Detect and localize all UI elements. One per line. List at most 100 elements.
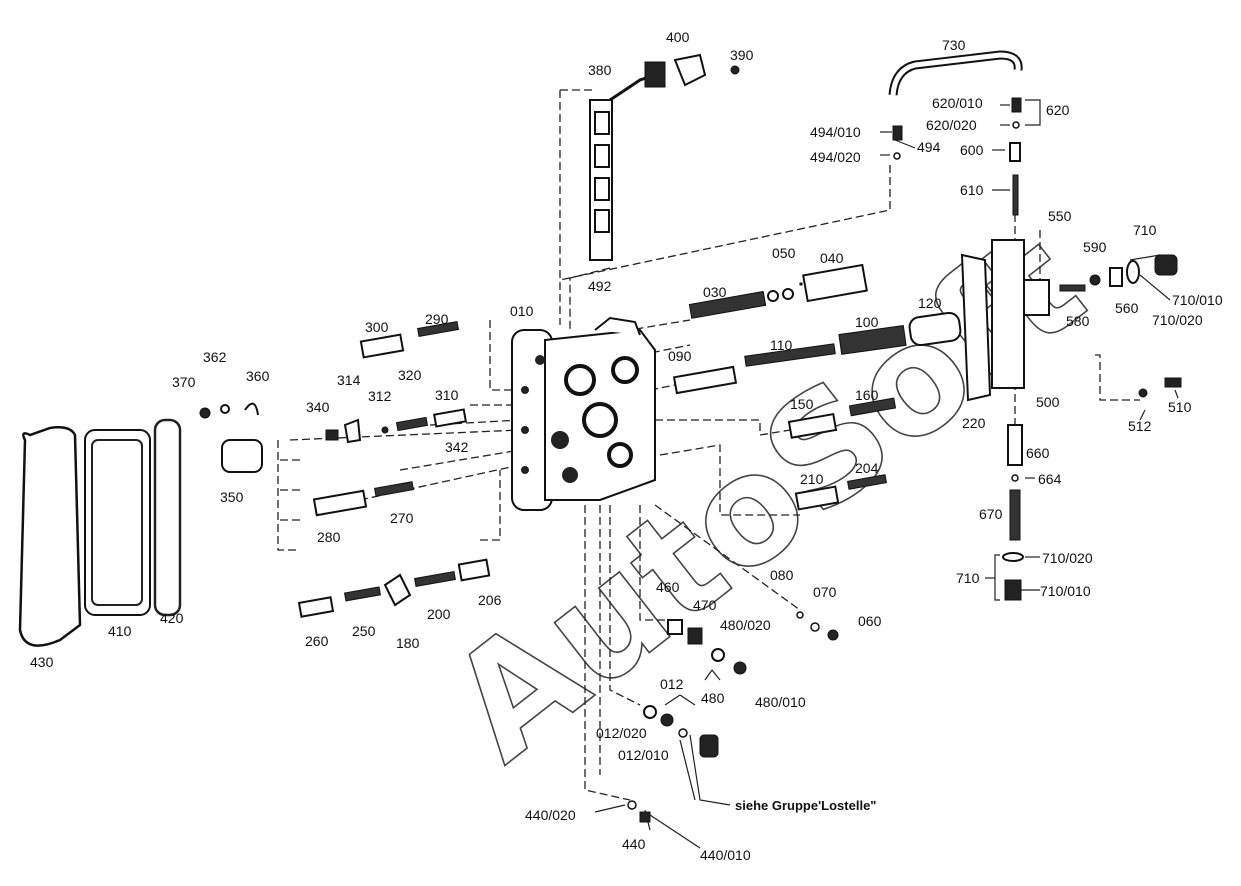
part-labels: 010 012 012/010 012/020 030 040 050 060 …	[30, 29, 1223, 863]
label-110: 110	[770, 337, 793, 353]
plug-710-010-upper	[1154, 254, 1178, 276]
label-320: 320	[398, 367, 422, 383]
label-380: 380	[588, 62, 612, 78]
label-360: 360	[246, 368, 270, 384]
cover-410-rim	[91, 439, 143, 606]
seal-710-020-lower	[1002, 552, 1024, 562]
screw-370	[199, 407, 211, 419]
spring-320	[395, 416, 429, 432]
gasket-430	[18, 426, 82, 647]
label-710-020-lower: 710/020	[1042, 550, 1093, 566]
label-220: 220	[962, 415, 986, 431]
label-400: 400	[666, 29, 690, 45]
spring-290	[417, 321, 459, 337]
label-180: 180	[396, 635, 420, 651]
label-510: 510	[1168, 399, 1192, 415]
pin-580	[1059, 284, 1086, 292]
label-260: 260	[305, 633, 329, 649]
plate-500	[991, 239, 1025, 389]
spring-160	[848, 397, 897, 417]
screw-390	[730, 65, 740, 75]
housing-550	[1023, 279, 1050, 316]
ball-312	[381, 426, 389, 434]
plate-180	[383, 573, 412, 607]
sleeve-120	[908, 311, 962, 347]
label-290: 290	[425, 311, 449, 327]
seal-710-020-upper	[1126, 260, 1140, 284]
label-362: 362	[203, 349, 227, 365]
seal-512	[1138, 388, 1148, 398]
label-480-020: 480/020	[720, 617, 771, 633]
spring-030	[688, 290, 767, 319]
label-342: 342	[445, 439, 469, 455]
valve-260	[297, 596, 335, 618]
label-210: 210	[800, 471, 824, 487]
clip-360	[244, 402, 259, 416]
valve-470	[687, 627, 703, 645]
label-050: 050	[772, 245, 796, 261]
label-440-010: 440/010	[700, 847, 751, 863]
label-494-010: 494/010	[810, 124, 861, 140]
plug-710-010-lower	[1004, 579, 1022, 601]
label-664: 664	[1038, 471, 1062, 487]
label-340: 340	[306, 399, 330, 415]
label-012: 012	[660, 676, 684, 692]
solenoid-350	[221, 439, 263, 473]
plate-314	[343, 418, 362, 444]
label-280: 280	[317, 529, 341, 545]
plug-600	[1009, 142, 1021, 162]
label-060: 060	[858, 613, 882, 629]
sleeve-460	[667, 619, 683, 635]
label-160: 160	[855, 387, 879, 403]
label-010: 010	[510, 303, 534, 319]
sensor-lostelle	[699, 734, 719, 758]
spring-250	[343, 586, 382, 602]
seal-480-020	[711, 648, 725, 662]
label-660: 660	[1026, 445, 1050, 461]
label-710-010-upper: 710/010	[1172, 292, 1223, 308]
screw-340	[325, 429, 339, 441]
valve-150	[787, 412, 838, 439]
label-200: 200	[427, 606, 451, 622]
label-090: 090	[668, 348, 692, 364]
label-710-020-upper: 710/020	[1152, 312, 1203, 328]
label-430: 430	[30, 654, 54, 670]
label-204: 204	[855, 460, 879, 476]
label-440-020: 440/020	[525, 807, 576, 823]
harness-380	[589, 61, 666, 261]
label-012-020: 012/020	[596, 725, 647, 741]
sleeve-560	[1109, 267, 1123, 287]
label-610: 610	[960, 182, 984, 198]
label-730: 730	[942, 37, 966, 53]
washer-362	[220, 404, 230, 414]
label-314: 314	[337, 372, 361, 388]
pin-610	[1012, 174, 1019, 216]
label-494: 494	[917, 139, 941, 155]
label-310: 310	[435, 387, 459, 403]
label-270: 270	[390, 510, 414, 526]
nut-590	[1089, 274, 1101, 286]
label-350: 350	[220, 489, 244, 505]
label-040: 040	[820, 250, 844, 266]
label-512: 512	[1128, 418, 1152, 434]
valve-090	[672, 365, 738, 395]
spring-100	[838, 324, 907, 355]
label-312: 312	[368, 388, 392, 404]
label-012-010: 012/010	[618, 747, 669, 763]
ring-050b	[782, 288, 794, 300]
label-420: 420	[160, 610, 184, 626]
label-206: 206	[478, 592, 502, 608]
label-100: 100	[855, 314, 879, 330]
seal-012-extra	[678, 728, 688, 738]
screw-060	[827, 629, 839, 641]
gasket-420	[153, 418, 182, 617]
label-480: 480	[701, 690, 725, 706]
plug-440-010	[639, 811, 651, 823]
seal-494-020	[893, 152, 901, 160]
label-710-010-lower: 710/010	[1040, 583, 1091, 599]
label-410: 410	[108, 623, 132, 639]
seal-440-020	[627, 800, 637, 810]
spring-200	[414, 571, 456, 587]
label-710-lower: 710	[956, 570, 980, 586]
